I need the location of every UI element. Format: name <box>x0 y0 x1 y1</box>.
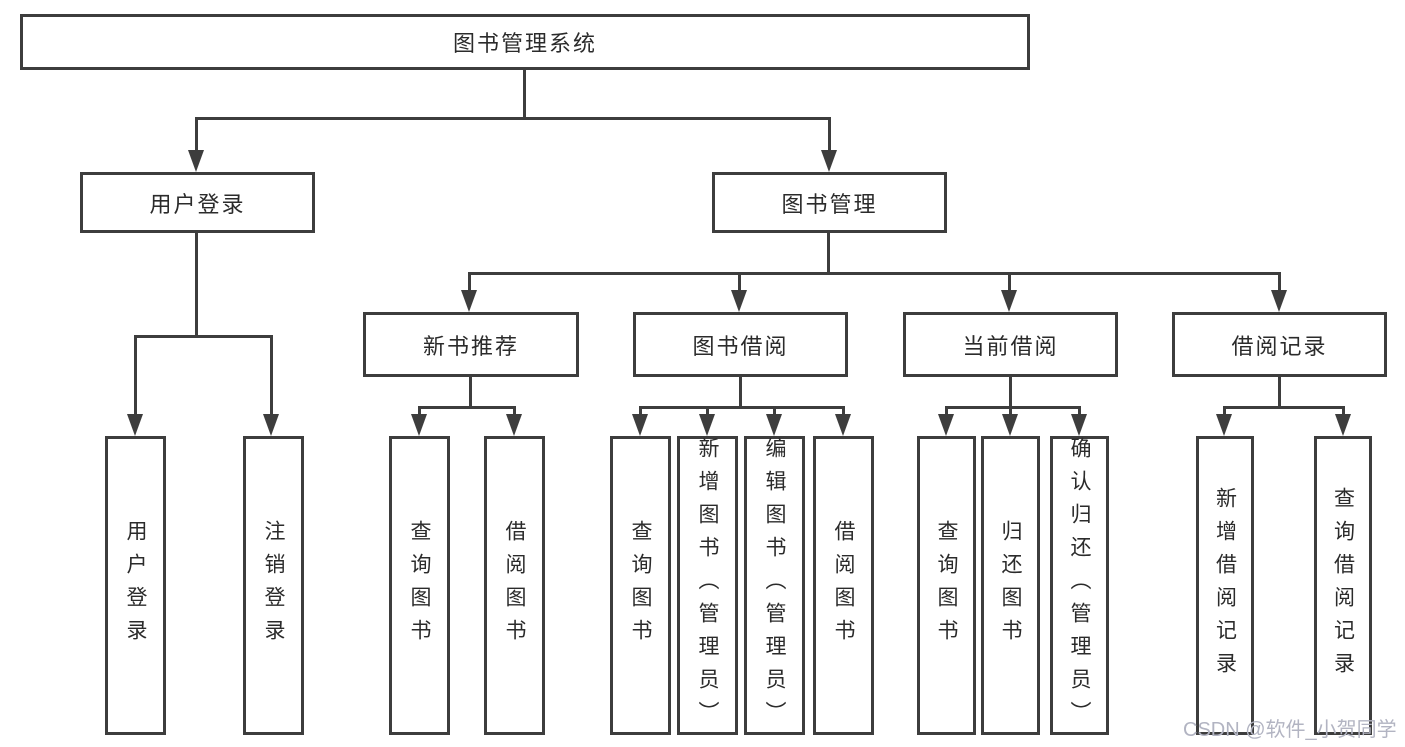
connector-g2-leaf4-stem <box>842 406 845 416</box>
leaf-return-books: 归还图书 <box>981 436 1040 735</box>
arrowhead-g4-leaf2 <box>1335 414 1351 436</box>
leaf-confirm-return-admin-label: 确认归还（管理员） <box>1068 437 1091 734</box>
connector-g4-leaf1-stem <box>1223 406 1226 416</box>
leaf-user-login: 用户登录 <box>105 436 166 735</box>
connector-mgmt-subtree-stem <box>827 233 830 275</box>
arrowhead-g2-leaf3 <box>766 414 782 436</box>
connector-g1-hbar <box>418 406 516 409</box>
connector-g3-hbar <box>945 406 1080 409</box>
arrowhead-g1-leaf2 <box>506 414 522 436</box>
arrowhead-current-borrow <box>1001 290 1017 312</box>
leaf-borrow-books-recommend: 借阅图书 <box>484 436 545 735</box>
connector-new-book-stem <box>468 272 471 292</box>
connector-leaf-logout-stem <box>270 335 273 415</box>
leaf-query-books-borrowing: 查询图书 <box>610 436 671 735</box>
arrowhead-g4-leaf1 <box>1216 414 1232 436</box>
connector-book-borrow-stem <box>738 272 741 292</box>
connector-g2-leaf1-stem <box>639 406 642 416</box>
connector-g3-leaf2-stem <box>1009 406 1012 416</box>
leaf-query-books-current-label: 查询图书 <box>935 519 958 652</box>
connector-g2-leaf2-stem <box>706 406 709 416</box>
leaf-add-book-admin: 新增图书（管理员） <box>677 436 738 735</box>
connector-g3-leaf1-stem <box>945 406 948 416</box>
connector-book-management-stem <box>828 117 831 152</box>
arrowhead-borrow-record <box>1271 290 1287 312</box>
watermark-text: CSDN @软件_小贺同学 <box>1183 719 1397 741</box>
connector-g2-hbar <box>639 406 844 409</box>
arrowhead-g1-leaf1 <box>411 414 427 436</box>
node-user-login-label: 用户登录 <box>149 191 246 217</box>
leaf-edit-book-admin: 编辑图书（管理员） <box>744 436 805 735</box>
arrowhead-leaf-user-login <box>127 414 143 436</box>
leaf-query-borrowing-record-label: 查询借阅记录 <box>1331 486 1355 685</box>
leaf-query-books-recommend: 查询图书 <box>389 436 450 735</box>
leaf-query-books-recommend-label: 查询图书 <box>408 519 431 652</box>
connector-borrow-record-stem <box>1278 272 1281 292</box>
leaf-confirm-return-admin: 确认归还（管理员） <box>1050 436 1109 735</box>
leaf-user-login-label: 用户登录 <box>124 519 147 652</box>
node-current-borrowing-label: 当前借阅 <box>962 333 1059 359</box>
arrowhead-g2-leaf2 <box>699 414 715 436</box>
connector-g4-leaf2-stem <box>1342 406 1345 416</box>
arrowhead-g3-leaf1 <box>938 414 954 436</box>
arrowhead-g2-leaf4 <box>835 414 851 436</box>
node-user-login: 用户登录 <box>80 172 315 233</box>
arrowhead-user-login <box>188 150 204 172</box>
connector-leaf-user-login-stem <box>134 335 137 415</box>
connector-current-borrow-stem <box>1008 272 1011 292</box>
leaf-add-borrowing-record: 新增借阅记录 <box>1196 436 1254 735</box>
leaf-borrow-books-recommend-label: 借阅图书 <box>503 519 526 652</box>
connector-g4-hbar <box>1223 406 1344 409</box>
leaf-query-books-borrowing-label: 查询图书 <box>629 519 652 652</box>
connector-root-stem <box>523 70 526 118</box>
connector-g2-leaf3-stem <box>773 406 776 416</box>
node-book-management-label: 图书管理 <box>781 191 878 217</box>
arrowhead-new-book <box>461 290 477 312</box>
leaf-logout-label: 注销登录 <box>262 519 285 652</box>
arrowhead-g3-leaf2 <box>1002 414 1018 436</box>
connector-g1-stem <box>469 377 472 409</box>
leaf-logout: 注销登录 <box>243 436 304 735</box>
connector-mgmt-subtree-hbar <box>468 272 1281 275</box>
connector-g2-stem <box>739 377 742 409</box>
connector-user-subtree-stem <box>195 233 198 338</box>
node-library-system: 图书管理系统 <box>20 14 1030 70</box>
arrowhead-book-management <box>821 150 837 172</box>
leaf-add-book-admin-label: 新增图书（管理员） <box>696 437 719 734</box>
leaf-return-books-label: 归还图书 <box>999 519 1022 652</box>
node-book-borrowing-label: 图书借阅 <box>692 333 789 359</box>
arrowhead-book-borrow <box>731 290 747 312</box>
node-borrowing-records: 借阅记录 <box>1172 312 1387 377</box>
node-library-system-label: 图书管理系统 <box>452 31 597 56</box>
arrowhead-g3-leaf3 <box>1071 414 1087 436</box>
connector-g1-leaf1-stem <box>418 406 421 416</box>
node-new-book-recommendation-label: 新书推荐 <box>422 333 519 359</box>
arrowhead-g2-leaf1 <box>632 414 648 436</box>
connector-level1-hbar <box>195 117 831 120</box>
node-current-borrowing: 当前借阅 <box>903 312 1118 377</box>
leaf-edit-book-admin-label: 编辑图书（管理员） <box>763 437 786 734</box>
leaf-add-borrowing-record-label: 新增借阅记录 <box>1213 486 1237 685</box>
connector-g3-leaf3-stem <box>1078 406 1081 416</box>
connector-user-login-stem <box>195 117 198 152</box>
leaf-borrow-books-borrowing: 借阅图书 <box>813 436 874 735</box>
leaf-query-books-current: 查询图书 <box>917 436 976 735</box>
arrowhead-leaf-logout <box>263 414 279 436</box>
connector-user-subtree-hbar <box>134 335 273 338</box>
leaf-query-borrowing-record: 查询借阅记录 <box>1314 436 1372 735</box>
node-borrowing-records-label: 借阅记录 <box>1231 333 1328 359</box>
node-book-borrowing: 图书借阅 <box>633 312 848 377</box>
node-new-book-recommendation: 新书推荐 <box>363 312 579 377</box>
node-book-management: 图书管理 <box>712 172 947 233</box>
connector-g4-stem <box>1278 377 1281 409</box>
connector-g3-stem <box>1009 377 1012 409</box>
connector-g1-leaf2-stem <box>513 406 516 416</box>
leaf-borrow-books-borrowing-label: 借阅图书 <box>832 519 855 652</box>
